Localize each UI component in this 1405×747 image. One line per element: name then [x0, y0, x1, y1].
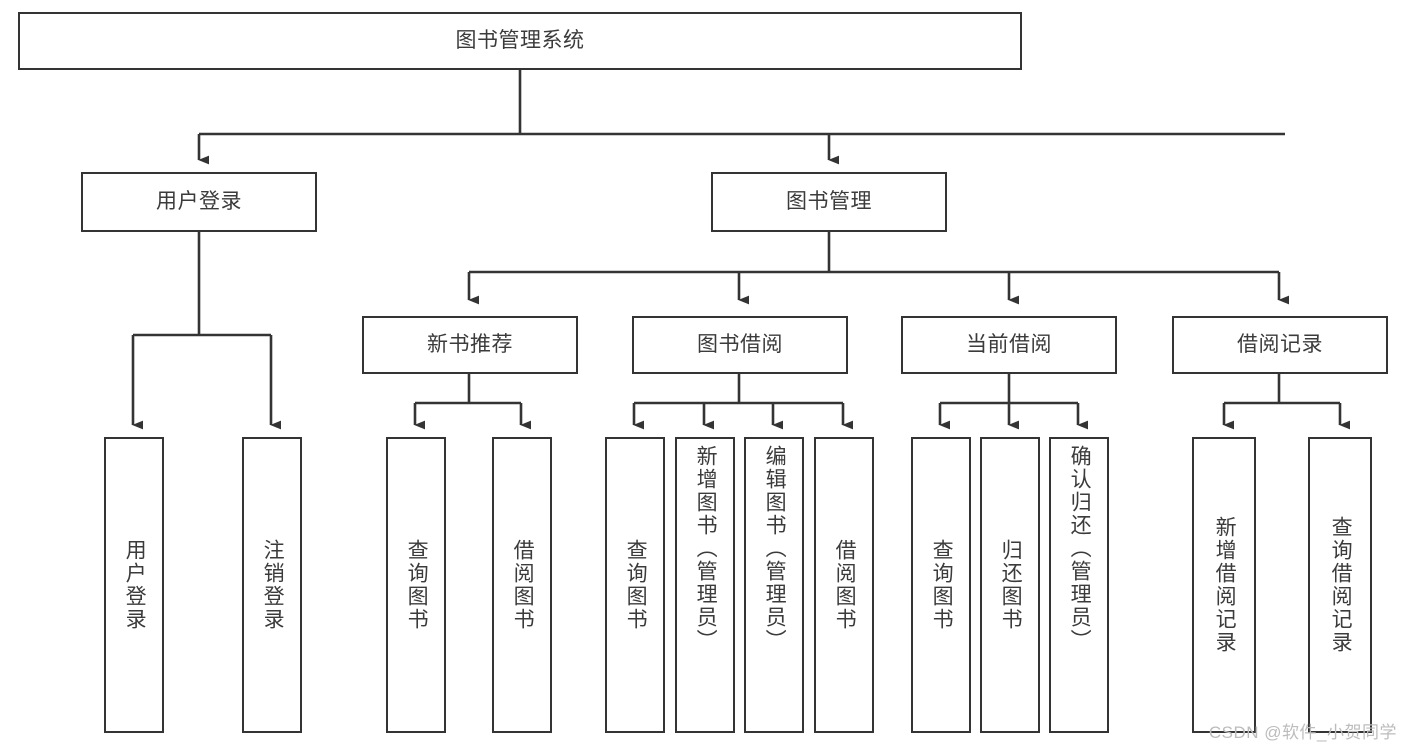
node-leaf-add-book[interactable]: 新增图书（管理员）: [675, 437, 735, 733]
node-leaf-borrow-book-2[interactable]: 借阅图书: [814, 437, 874, 733]
node-new-book-recommend-label: 新书推荐: [427, 332, 513, 356]
node-leaf-query-book-3-label: 查询图书: [930, 539, 954, 631]
node-user-login-label: 用户登录: [156, 189, 242, 213]
node-book-borrow-label: 图书借阅: [697, 332, 783, 356]
node-leaf-add-record[interactable]: 新增借阅记录: [1192, 437, 1256, 733]
node-leaf-confirm-return[interactable]: 确认归还（管理员）: [1049, 437, 1109, 733]
node-leaf-query-book-2[interactable]: 查询图书: [605, 437, 665, 733]
node-borrow-record-label: 借阅记录: [1237, 332, 1323, 356]
node-leaf-return-book-label: 归还图书: [999, 539, 1023, 631]
node-new-book-recommend[interactable]: 新书推荐: [362, 316, 578, 374]
node-leaf-query-book-2-label: 查询图书: [624, 539, 648, 631]
node-book-borrow[interactable]: 图书借阅: [632, 316, 848, 374]
node-leaf-query-record-label: 查询借阅记录: [1329, 516, 1353, 654]
node-leaf-borrow-book-1[interactable]: 借阅图书: [492, 437, 552, 733]
node-leaf-add-book-label: 新增图书（管理员）: [694, 445, 718, 652]
node-book-management[interactable]: 图书管理: [711, 172, 947, 232]
node-current-borrow-label: 当前借阅: [966, 332, 1052, 356]
node-leaf-add-record-label: 新增借阅记录: [1213, 516, 1237, 654]
node-leaf-query-record[interactable]: 查询借阅记录: [1308, 437, 1372, 733]
node-leaf-return-book[interactable]: 归还图书: [980, 437, 1040, 733]
node-leaf-query-book-1-label: 查询图书: [405, 539, 429, 631]
node-leaf-borrow-book-1-label: 借阅图书: [511, 539, 535, 631]
node-user-login[interactable]: 用户登录: [81, 172, 317, 232]
node-leaf-confirm-return-label: 确认归还（管理员）: [1068, 445, 1092, 652]
node-leaf-user-login[interactable]: 用户登录: [104, 437, 164, 733]
node-root-label: 图书管理系统: [455, 28, 585, 52]
node-leaf-edit-book[interactable]: 编辑图书（管理员）: [744, 437, 804, 733]
node-borrow-record[interactable]: 借阅记录: [1172, 316, 1388, 374]
node-leaf-query-book-3[interactable]: 查询图书: [911, 437, 971, 733]
node-leaf-borrow-book-2-label: 借阅图书: [833, 539, 857, 631]
csdn-watermark: CSDN @软件_小贺同学: [1208, 723, 1397, 742]
node-leaf-logout-label: 注销登录: [261, 539, 285, 631]
node-leaf-user-login-label: 用户登录: [123, 539, 147, 631]
node-book-management-label: 图书管理: [786, 189, 872, 213]
node-leaf-edit-book-label: 编辑图书（管理员）: [763, 445, 787, 652]
node-root[interactable]: 图书管理系统: [18, 12, 1022, 70]
node-leaf-logout[interactable]: 注销登录: [242, 437, 302, 733]
node-leaf-query-book-1[interactable]: 查询图书: [386, 437, 446, 733]
node-current-borrow[interactable]: 当前借阅: [901, 316, 1117, 374]
